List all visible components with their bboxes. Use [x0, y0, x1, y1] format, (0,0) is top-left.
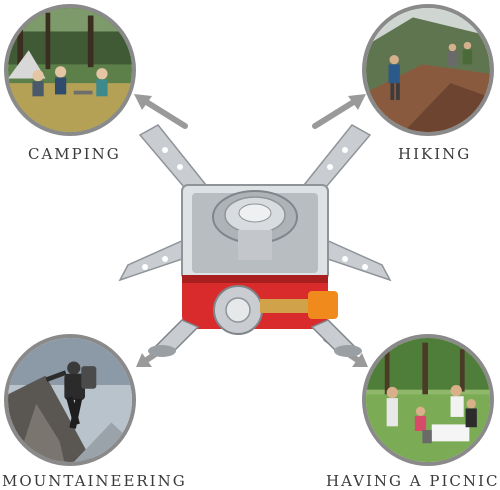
arrow-to-hiking-icon	[312, 94, 366, 129]
camping-label: CAMPING	[28, 145, 121, 163]
picnic-label: HAVING A PICNIC	[326, 472, 500, 490]
arrow-to-camping-icon	[134, 94, 188, 129]
hiking-photo	[362, 4, 494, 136]
mountaineering-label: MOUNTAINEERING	[2, 472, 187, 490]
hiking-label: HIKING	[398, 145, 472, 163]
picnic-photo	[362, 334, 494, 466]
camping-stove-image	[118, 124, 392, 357]
